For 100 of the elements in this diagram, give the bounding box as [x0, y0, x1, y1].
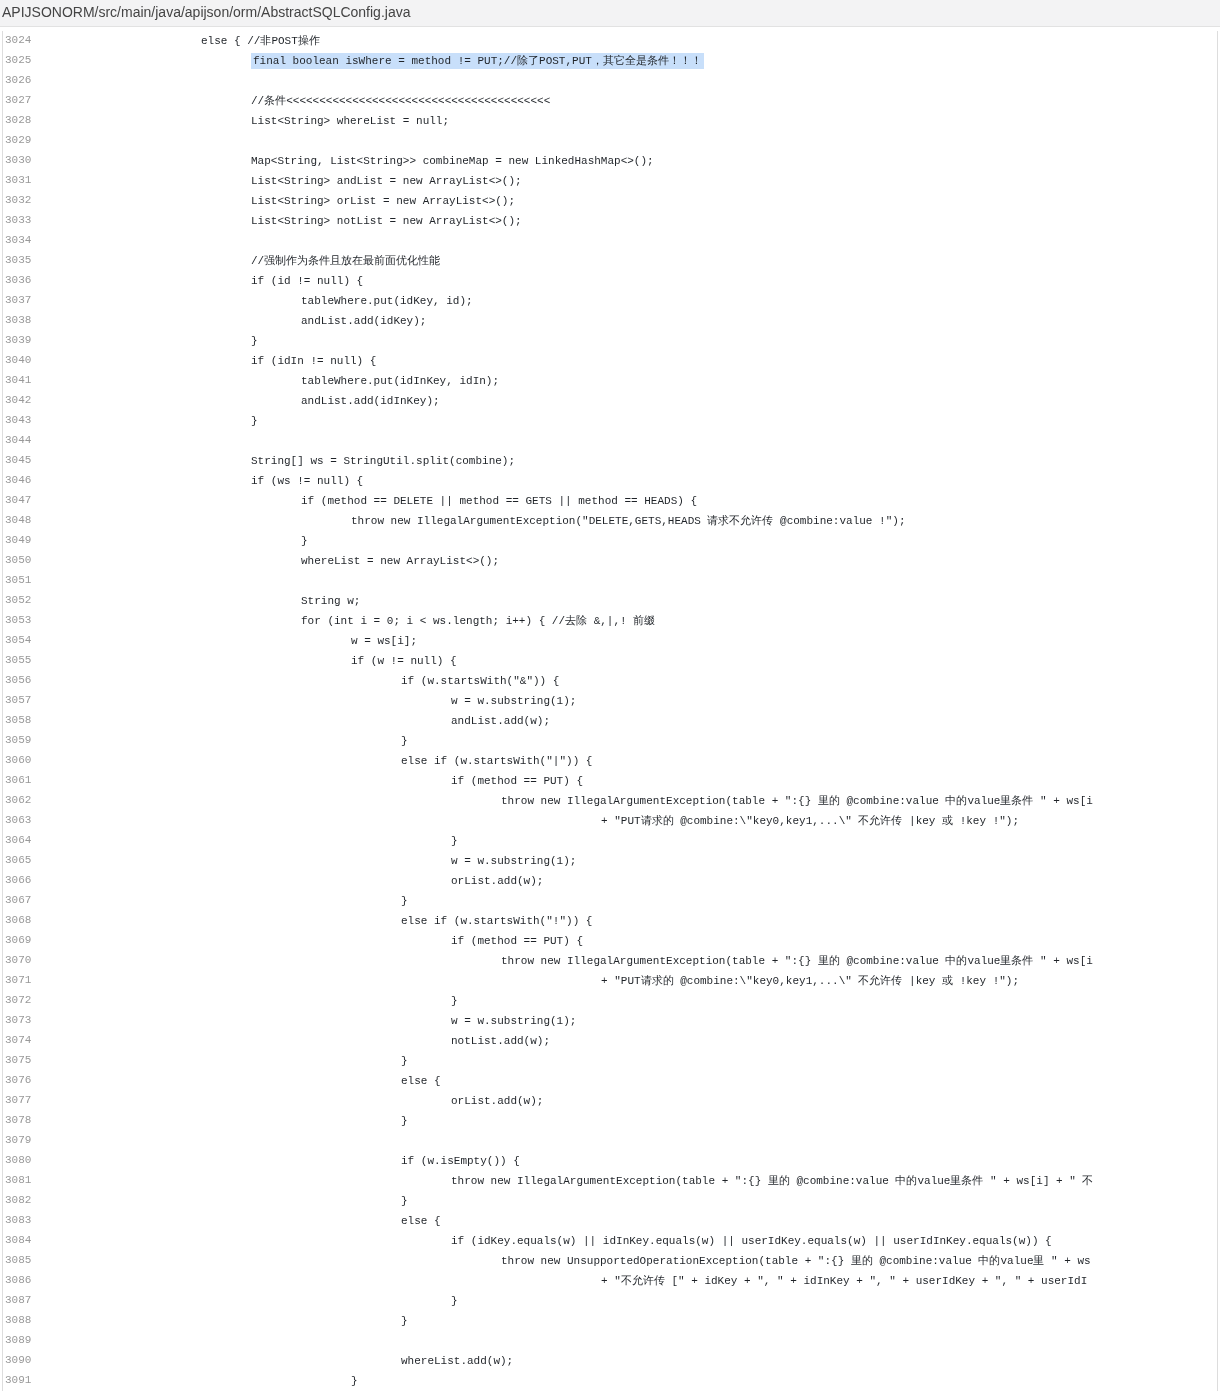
- code-line: List<String> andList = new ArrayList<>();: [251, 174, 522, 189]
- code-line: else if (w.startsWith("|")) {: [401, 754, 593, 769]
- line-number: 3054: [5, 634, 32, 646]
- code-line: tableWhere.put(idKey, id);: [301, 294, 473, 309]
- line-number: 3026: [5, 74, 32, 86]
- code-line: }: [401, 1314, 408, 1329]
- line-number: 3090: [5, 1354, 32, 1366]
- code-line: + "不允许传 [" + idKey + ", " + idInKey + ", " + userIdKey + ", " + userIdI: [601, 1274, 1088, 1289]
- code-line: //条件<<<<<<<<<<<<<<<<<<<<<<<<<<<<<<<<<<<<<<<<: [251, 94, 551, 109]
- line-number: 3059: [5, 734, 32, 746]
- line-number: 3048: [5, 514, 32, 526]
- line-number: 3035: [5, 254, 32, 266]
- line-number: 3029: [5, 134, 32, 146]
- code-line: }: [401, 894, 408, 909]
- code-line: w = w.substring(1);: [451, 1014, 577, 1029]
- line-number: 3057: [5, 694, 32, 706]
- code-line: if (method == PUT) {: [451, 934, 584, 949]
- code-line: else { //非POST操作: [201, 34, 320, 49]
- code-line: }: [351, 1374, 358, 1389]
- line-number: 3032: [5, 194, 32, 206]
- line-number: 3037: [5, 294, 32, 306]
- line-number: 3086: [5, 1274, 32, 1286]
- line-number: 3058: [5, 714, 32, 726]
- code-line: Map<String, List<String>> combineMap = new LinkedHashMap<>();: [251, 154, 654, 169]
- line-number: 3030: [5, 154, 32, 166]
- code-line: if (idKey.equals(w) || idInKey.equals(w) || userIdKey.equals(w) || userIdInKey.equals(w)) {: [451, 1234, 1052, 1249]
- code-line: List<String> orList = new ArrayList<>();: [251, 194, 516, 209]
- line-number: 3068: [5, 914, 32, 926]
- code-line: w = w.substring(1);: [451, 694, 577, 709]
- line-number: 3071: [5, 974, 32, 986]
- code-line: List<String> whereList = null;: [251, 114, 450, 129]
- line-number: 3033: [5, 214, 32, 226]
- line-number: 3072: [5, 994, 32, 1006]
- line-number: 3042: [5, 394, 32, 406]
- code-line: if (w != null) {: [351, 654, 457, 669]
- line-number: 3079: [5, 1134, 32, 1146]
- code-line: if (ws != null) {: [251, 474, 364, 489]
- line-number: 3085: [5, 1254, 32, 1266]
- line-number: 3055: [5, 654, 32, 666]
- line-number: 3083: [5, 1214, 32, 1226]
- code-line: List<String> notList = new ArrayList<>();: [251, 214, 522, 229]
- code-line: + "PUT请求的 @combine:\"key0,key1,...\" 不允许传 |key 或 !key !");: [601, 814, 1020, 829]
- code-line: if (idIn != null) {: [251, 354, 377, 369]
- code-line: }: [401, 1054, 408, 1069]
- line-number: 3067: [5, 894, 32, 906]
- code-line: throw new IllegalArgumentException(table + ":{} 里的 @combine:value 中的value里条件 " + ws[i: [501, 954, 1093, 969]
- code-line: throw new UnsupportedOperationException(table + ":{} 里的 @combine:value 中的value里 " + ws: [501, 1254, 1091, 1269]
- line-number: 3050: [5, 554, 32, 566]
- code-line: andList.add(idKey);: [301, 314, 427, 329]
- code-line: orList.add(w);: [451, 874, 544, 889]
- code-line: if (w.startsWith("&")) {: [401, 674, 560, 689]
- line-number: 3031: [5, 174, 32, 186]
- line-number: 3078: [5, 1114, 32, 1126]
- line-number: 3038: [5, 314, 32, 326]
- line-number: 3056: [5, 674, 32, 686]
- code-line: }: [401, 734, 408, 749]
- code-line: whereList = new ArrayList<>();: [301, 554, 500, 569]
- line-number: 3089: [5, 1334, 32, 1346]
- code-line: throw new IllegalArgumentException(table + ":{} 里的 @combine:value 中的value里条件 " + ws[i] + " 不: [451, 1174, 1094, 1189]
- line-number: 3036: [5, 274, 32, 286]
- line-number: 3049: [5, 534, 32, 546]
- line-number: 3070: [5, 954, 32, 966]
- code-line: }: [451, 994, 458, 1009]
- line-number: 3060: [5, 754, 32, 766]
- code-line: }: [451, 1294, 458, 1309]
- line-number: 3046: [5, 474, 32, 486]
- line-number: 3041: [5, 374, 32, 386]
- line-number: 3044: [5, 434, 32, 446]
- code-line: }: [401, 1194, 408, 1209]
- code-line: else if (w.startsWith("!")) {: [401, 914, 593, 929]
- code-line: else {: [401, 1214, 441, 1229]
- code-line: String[] ws = StringUtil.split(combine);: [251, 454, 516, 469]
- code-line: tableWhere.put(idInKey, idIn);: [301, 374, 500, 389]
- code-line: + "PUT请求的 @combine:\"key0,key1,...\" 不允许传 |key 或 !key !");: [601, 974, 1020, 989]
- code-line: orList.add(w);: [451, 1094, 544, 1109]
- line-number: 3043: [5, 414, 32, 426]
- line-number: 3076: [5, 1074, 32, 1086]
- code-line: //强制作为条件且放在最前面优化性能: [251, 254, 441, 269]
- line-number: 3053: [5, 614, 32, 626]
- line-number: 3045: [5, 454, 32, 466]
- code-line: andList.add(w);: [451, 714, 551, 729]
- code-line: }: [451, 834, 458, 849]
- code-line: throw new IllegalArgumentException(table + ":{} 里的 @combine:value 中的value里条件 " + ws[i: [501, 794, 1093, 809]
- code-line: }: [251, 414, 258, 429]
- line-number: 3073: [5, 1014, 32, 1026]
- code-line: }: [401, 1114, 408, 1129]
- line-number: 3087: [5, 1294, 32, 1306]
- code-line: w = w.substring(1);: [451, 854, 577, 869]
- line-number: 3066: [5, 874, 32, 886]
- line-number: 3088: [5, 1314, 32, 1326]
- line-number: 3082: [5, 1194, 32, 1206]
- code-line: String w;: [301, 594, 361, 609]
- line-number: 3024: [5, 34, 32, 46]
- code-line: if (method == PUT) {: [451, 774, 584, 789]
- line-number: 3080: [5, 1154, 32, 1166]
- code-line: if (w.isEmpty()) {: [401, 1154, 520, 1169]
- code-line: }: [301, 534, 308, 549]
- line-number: 3084: [5, 1234, 32, 1246]
- code-line: andList.add(idInKey);: [301, 394, 440, 409]
- line-number: 3069: [5, 934, 32, 946]
